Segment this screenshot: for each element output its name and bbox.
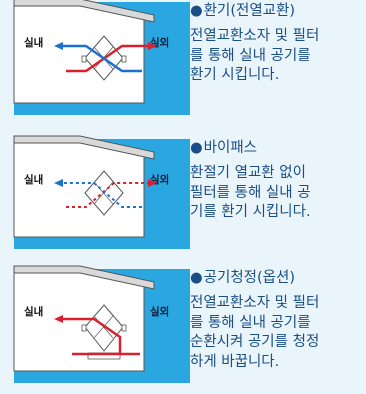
circulation-arrowhead-icon [54,315,63,323]
ventilation-title-text: 환기(전열교환) [203,3,296,19]
air-purify-title-text: 공기청정(옵션) [203,270,296,286]
panel-bypass: 실내 실외 ●바이패스 환절기 열교환 없이 필터를 통해 실내 공 기를 환기… [0,135,366,257]
ventilation-description: 전열교환소자 및 필터 를 통해 실내 공기를 환기 시킵니다. [190,27,362,86]
air-purify-title: ●공기청정(옵션) [190,269,362,287]
roof [13,135,155,160]
roof [13,0,155,23]
desc-line: 전열교환소자 및 필터 [190,295,320,311]
outdoor-label: 실외 [150,305,169,318]
panel-air-purify: 실내 실외 ●공기청정(옵션) 전열교환소자 및 필터 를 통해 실내 공기를 … [0,265,366,392]
bypass-title: ●바이패스 [190,139,362,157]
air-purify-diagram: 실내 실외 [13,265,190,383]
bullet-icon: ● [190,140,203,156]
indoor-label: 실내 [24,173,43,186]
desc-line: 를 통해 실내 공기를 [190,314,311,331]
panel-ventilation: 실내 실외 ●환기(전열교환) 전열교환소자 및 필터 를 통해 실내 공기를 … [0,0,366,120]
air-purify-text: ●공기청정(옵션) 전열교환소자 및 필터 를 통해 실내 공기를 순환시켜 공… [190,269,362,372]
desc-line: 를 통해 실내 공기를 [190,47,311,64]
desc-line: 환기 시킵니다. [190,67,280,83]
exhaust-arrowhead-icon [54,42,63,50]
exhaust-arrow [62,44,142,73]
desc-line: 환절기 열교환 없이 [190,165,306,181]
bullet-icon: ● [190,3,203,19]
circulation-arrow [62,317,122,356]
desc-line: 기를 환기 시킵니다. [190,204,311,220]
desc-line: 전열교환소자 및 필터 [190,28,320,44]
bypass-exhaust-arrow [62,182,142,208]
bypass-description: 환절기 열교환 없이 필터를 통해 실내 공 기를 환기 시킵니다. [190,164,362,223]
air-purify-description: 전열교환소자 및 필터 를 통해 실내 공기를 순환시켜 공기를 청정 하게 바… [190,294,362,372]
bypass-diagram: 실내 실외 [13,135,190,249]
supply-arrowhead-icon [148,42,157,50]
bullet-icon: ● [190,270,203,286]
desc-line: 필터를 통해 실내 공 [190,184,311,201]
desc-line: 하게 바꿉니다. [190,353,280,370]
bypass-text: ●바이패스 환절기 열교환 없이 필터를 통해 실내 공 기를 환기 시킵니다. [190,139,362,223]
house-interior [13,138,145,238]
ventilation-diagram: 실내 실외 [13,0,190,115]
supply-arrowhead-icon [148,179,157,187]
ventilation-text: ●환기(전열교환) 전열교환소자 및 필터 를 통해 실내 공기를 환기 시킵니… [190,2,362,86]
desc-line: 순환시켜 공기를 청정 [190,334,320,350]
bypass-title-text: 바이패스 [203,140,258,156]
indoor-label: 실내 [24,36,43,49]
indoor-label: 실내 [24,305,43,318]
ventilation-title: ●환기(전열교환) [190,2,362,20]
bypass-supply-arrow [66,182,149,208]
exhaust-arrowhead-icon [54,179,63,187]
roof [13,265,155,290]
house-interior [13,1,145,104]
